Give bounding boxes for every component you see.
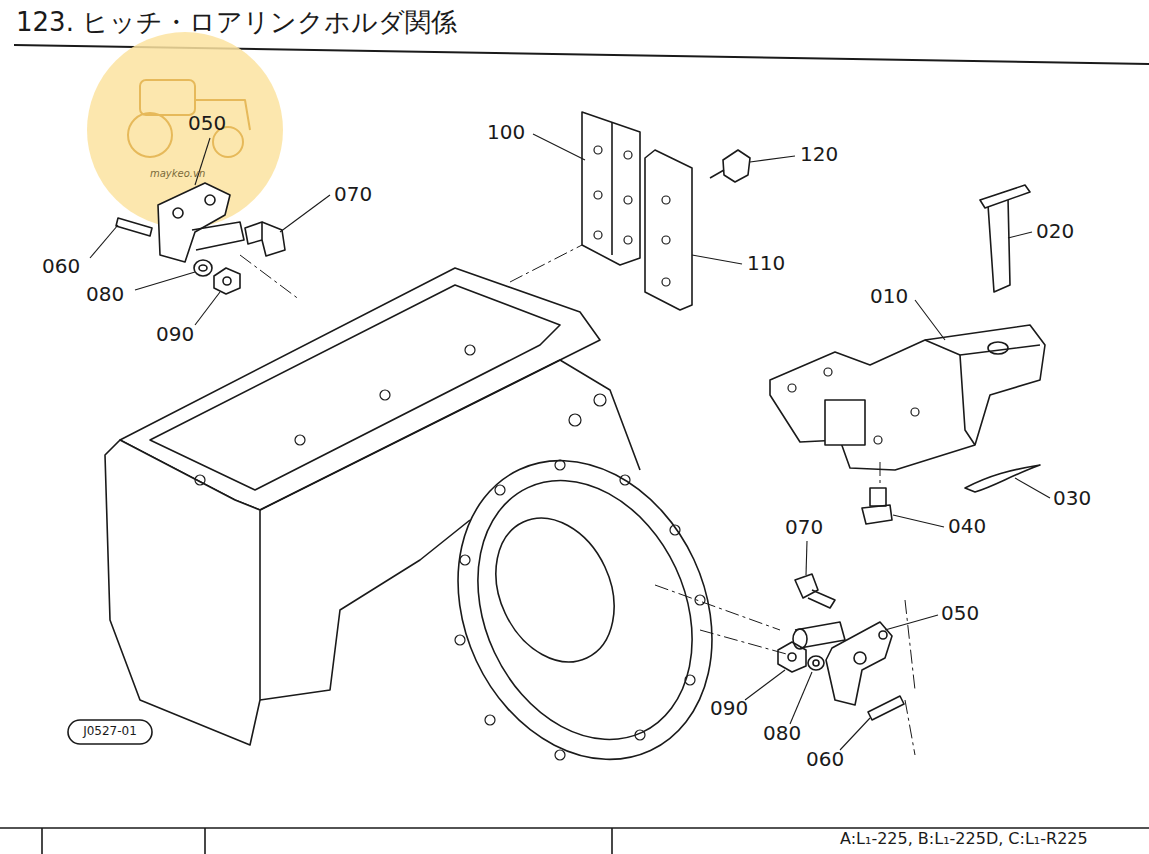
callout-number: 080 [86,283,124,305]
model-note: A:L₁-225, B:L₁-225D, C:L₁-R225 [840,830,1088,848]
callout-number: 110 [747,252,785,274]
watermark: maykeo.vn [150,168,205,179]
callout-number: 100 [487,121,525,143]
callout-number: 090 [710,697,748,719]
callout-number: 020 [1036,220,1074,242]
callout-number: 060 [42,255,80,277]
callout-number: 050 [188,112,226,134]
callout-number: 070 [785,516,823,538]
callout-number: 030 [1053,487,1091,509]
drawing-code: J0527-01 [83,725,137,738]
callout-number: 080 [763,722,801,744]
callout-number: 010 [870,285,908,307]
callout-number: 040 [948,515,986,537]
callout-number: 090 [156,323,194,345]
callout-number: 060 [806,748,844,770]
callout-number: 120 [800,143,838,165]
page-title: 123. ヒッチ・ロアリンクホルダ関係 [16,8,457,37]
callout-number: 070 [334,183,372,205]
callout-number: 050 [941,602,979,624]
